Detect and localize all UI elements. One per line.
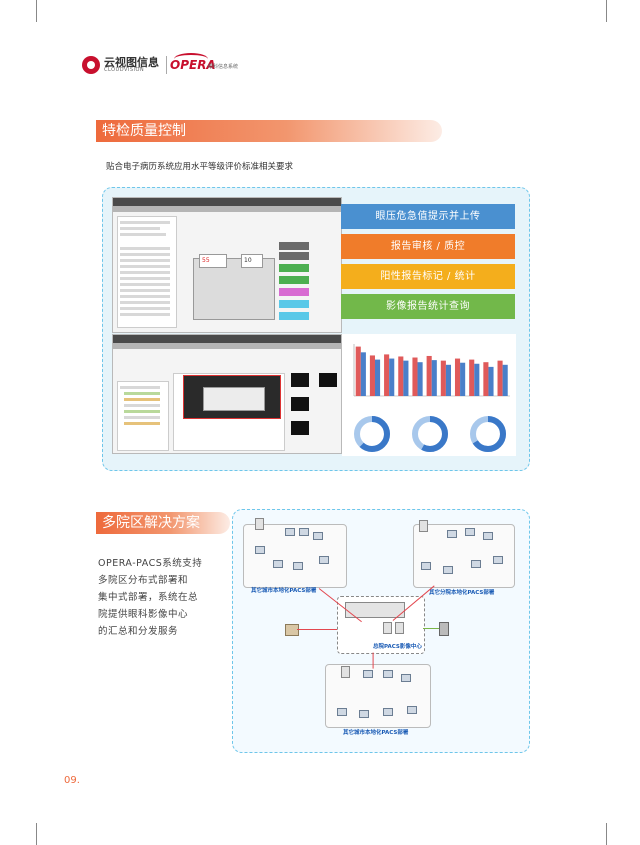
server-icon (395, 622, 404, 634)
left-cluster-label: 其它城市本地化PACS部署 (251, 588, 317, 594)
workstation-icon (293, 562, 303, 570)
feature-report-query: 影像报告统计查询 (341, 294, 515, 319)
logo-divider (166, 56, 167, 74)
section1-header: 特检质量控制 (96, 120, 442, 142)
chart-bar (360, 352, 366, 396)
cloudvision-logo: 云视图信息 CLOUDVISION (82, 54, 162, 76)
feature-report-review: 报告审核 / 质控 (341, 234, 515, 259)
workstation-icon (447, 530, 457, 538)
center-hub-label: 总院PACS影像中心 (373, 644, 422, 650)
chart-bar (398, 356, 404, 396)
opera-name: OPERA (170, 58, 216, 72)
desc-line: 的汇总和分发服务 (98, 626, 179, 637)
chart-bar (426, 355, 432, 396)
network-link (372, 652, 374, 669)
crop-mark (606, 0, 607, 22)
page-number: 09. (64, 775, 80, 786)
chart-bar (488, 366, 494, 396)
section2-title: 多院区解决方案 (102, 515, 200, 531)
qc-screenshot-1: 55 10 (112, 197, 342, 333)
workstation-icon (273, 560, 283, 568)
feature-positive-mark: 阳性报告标记 / 统计 (341, 264, 515, 289)
printer-icon (439, 622, 449, 636)
chart-bar (374, 359, 381, 396)
right-cluster-label: 其它分院本地化PACS部署 (429, 590, 495, 596)
section1-title: 特检质量控制 (102, 123, 186, 139)
workstation-icon (319, 556, 329, 564)
qc-chart-svg (353, 344, 510, 452)
bottom-cluster-label: 其它城市本地化PACS部署 (343, 730, 409, 736)
chart-donut-slice (354, 416, 390, 452)
cloudvision-name: 云视图信息 (104, 56, 159, 69)
chart-bar (460, 362, 466, 396)
section1-intro: 贴合电子病历系统应用水平等级评价标准相关要求 (106, 162, 294, 172)
workstation-icon (493, 556, 503, 564)
left-cluster (243, 524, 347, 588)
server-icon (383, 622, 392, 634)
workstation-icon (299, 528, 309, 536)
server-icon (255, 518, 264, 530)
section2-header: 多院区解决方案 (96, 512, 230, 534)
network-link (297, 629, 337, 631)
server-icon (419, 520, 428, 532)
chart-donut-slice (412, 416, 448, 452)
qc-statistics-chart (342, 334, 516, 456)
crop-mark (606, 823, 607, 845)
workstation-icon (383, 670, 393, 678)
workstation-icon (421, 562, 431, 570)
chart-bar (469, 359, 475, 396)
screenshot-value-field: 55 (199, 254, 227, 268)
workstation-icon (483, 532, 493, 540)
chart-bar (483, 362, 489, 396)
chart-bar (502, 364, 508, 396)
chart-bar (454, 358, 461, 396)
opera-sub: 眼科信息系统 (208, 64, 239, 70)
chart-bar (417, 362, 423, 396)
workstation-icon (407, 706, 417, 714)
cloudvision-sub: CLOUDVISION (104, 67, 145, 73)
screenshot-value-field-2: 10 (241, 254, 263, 268)
desc-line: OPERA-PACS系统支持 (98, 558, 203, 569)
desc-line: 集中式部署，系统在总 (98, 592, 199, 603)
opera-arc-icon (174, 53, 208, 65)
section2-desc: OPERA-PACS系统支持 多院区分布式部署和 集中式部署，系统在总 院提供眼… (98, 555, 202, 640)
qc-screenshot-2 (112, 334, 342, 454)
network-link (423, 628, 439, 630)
workstation-icon (443, 566, 453, 574)
workstation-icon (363, 670, 373, 678)
workstation-icon (465, 528, 475, 536)
chart-bar (403, 360, 409, 396)
cloudvision-logo-icon (82, 56, 100, 74)
workstation-icon (285, 528, 295, 536)
workstation-icon (471, 560, 481, 568)
opera-logo: OPERA 眼科信息系统 (170, 53, 240, 76)
chart-bar (474, 363, 480, 396)
workstation-icon (383, 708, 393, 716)
chart-bar (445, 364, 452, 396)
multi-campus-diagram: 其它城市本地化PACS部署 其它分院本地化PACS部署 总院PACS影像中心 其… (232, 509, 530, 753)
workstation-icon (313, 532, 323, 540)
feature-iop-alert: 眼压危急值提示并上传 (341, 204, 515, 229)
chart-bar (497, 360, 503, 396)
chart-bar (431, 360, 437, 396)
chart-bar (440, 360, 446, 396)
workstation-icon (255, 546, 265, 554)
chart-bar (369, 355, 375, 396)
chart-bar (355, 346, 361, 396)
server-icon (341, 666, 350, 678)
chart-donut-slice (470, 416, 506, 452)
workstation-icon (359, 710, 369, 718)
chart-bar (389, 358, 395, 396)
workstation-icon (337, 708, 347, 716)
desc-line: 多院区分布式部署和 (98, 575, 189, 586)
workstation-icon (401, 674, 411, 682)
chart-bar (412, 357, 418, 396)
chart-bar (384, 354, 390, 396)
crop-mark (36, 0, 37, 22)
crop-mark (36, 823, 37, 845)
desc-line: 院提供眼科影像中心 (98, 609, 189, 620)
